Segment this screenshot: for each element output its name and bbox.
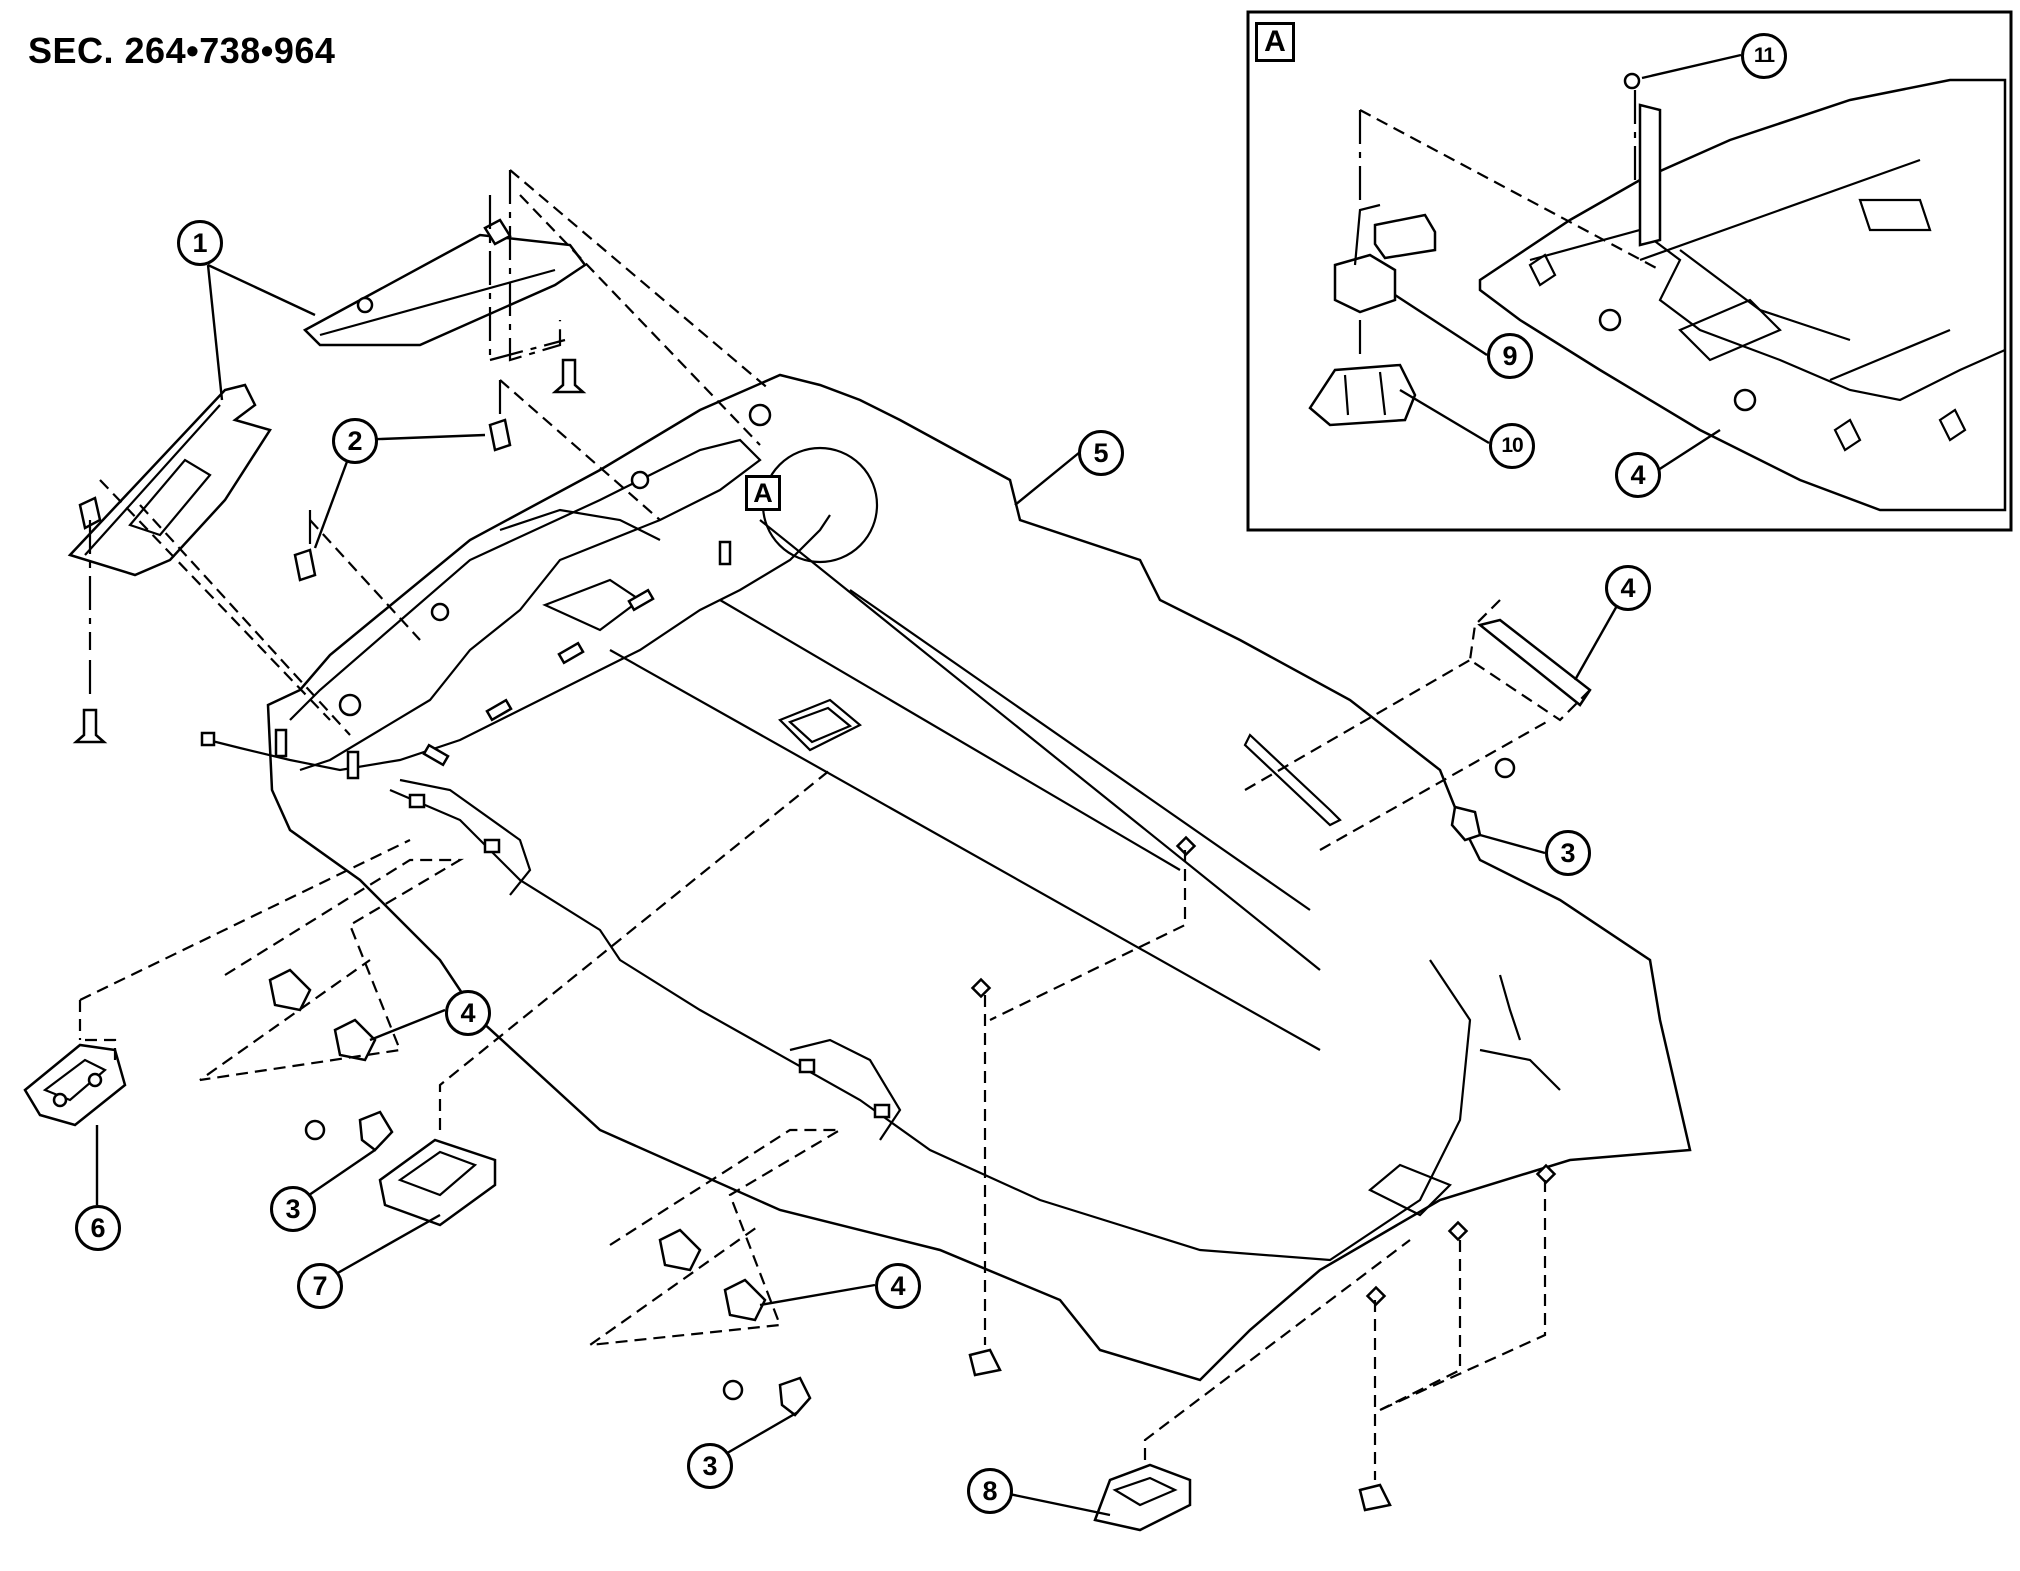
- sun-visor-upper: [302, 218, 587, 347]
- detail-a-label: A: [1255, 22, 1295, 62]
- map-lamp: [23, 1043, 127, 1127]
- luggage-room-lamp: [1093, 1463, 1192, 1532]
- callout-4: 4: [1615, 452, 1661, 498]
- detail-a-inset: [1246, 10, 2013, 532]
- callout-8: 8: [967, 1468, 1013, 1514]
- callout-7: 7: [297, 1263, 343, 1309]
- assist-grip-bracket: [268, 968, 767, 1322]
- visor-screw: [72, 358, 587, 744]
- headlining-clip: [968, 1348, 1392, 1512]
- detail-a-marker: A: [745, 475, 781, 511]
- room-lamp: [378, 1138, 497, 1227]
- callout-1: 1: [177, 220, 223, 266]
- callout-6: 6: [75, 1205, 121, 1251]
- callout-4: 4: [875, 1263, 921, 1309]
- section-title: SEC. 264•738•964: [28, 30, 336, 71]
- headlining-panel: [200, 373, 1692, 1382]
- rear-grab-handle: [1477, 618, 1592, 707]
- visor-holder: [293, 418, 512, 582]
- callout-11: 11: [1741, 33, 1787, 79]
- sun-visor-lower: [67, 383, 272, 577]
- callout-4: 4: [445, 990, 491, 1036]
- callout-5: 5: [1078, 430, 1124, 476]
- callout-2: 2: [332, 418, 378, 464]
- bracket-screw: [304, 757, 1516, 1417]
- callout-3: 3: [1545, 830, 1591, 876]
- callout-4: 4: [1605, 565, 1651, 611]
- callout-10: 10: [1489, 423, 1535, 469]
- callout-3: 3: [270, 1186, 316, 1232]
- callout-9: 9: [1487, 333, 1533, 379]
- callout-3: 3: [687, 1443, 733, 1489]
